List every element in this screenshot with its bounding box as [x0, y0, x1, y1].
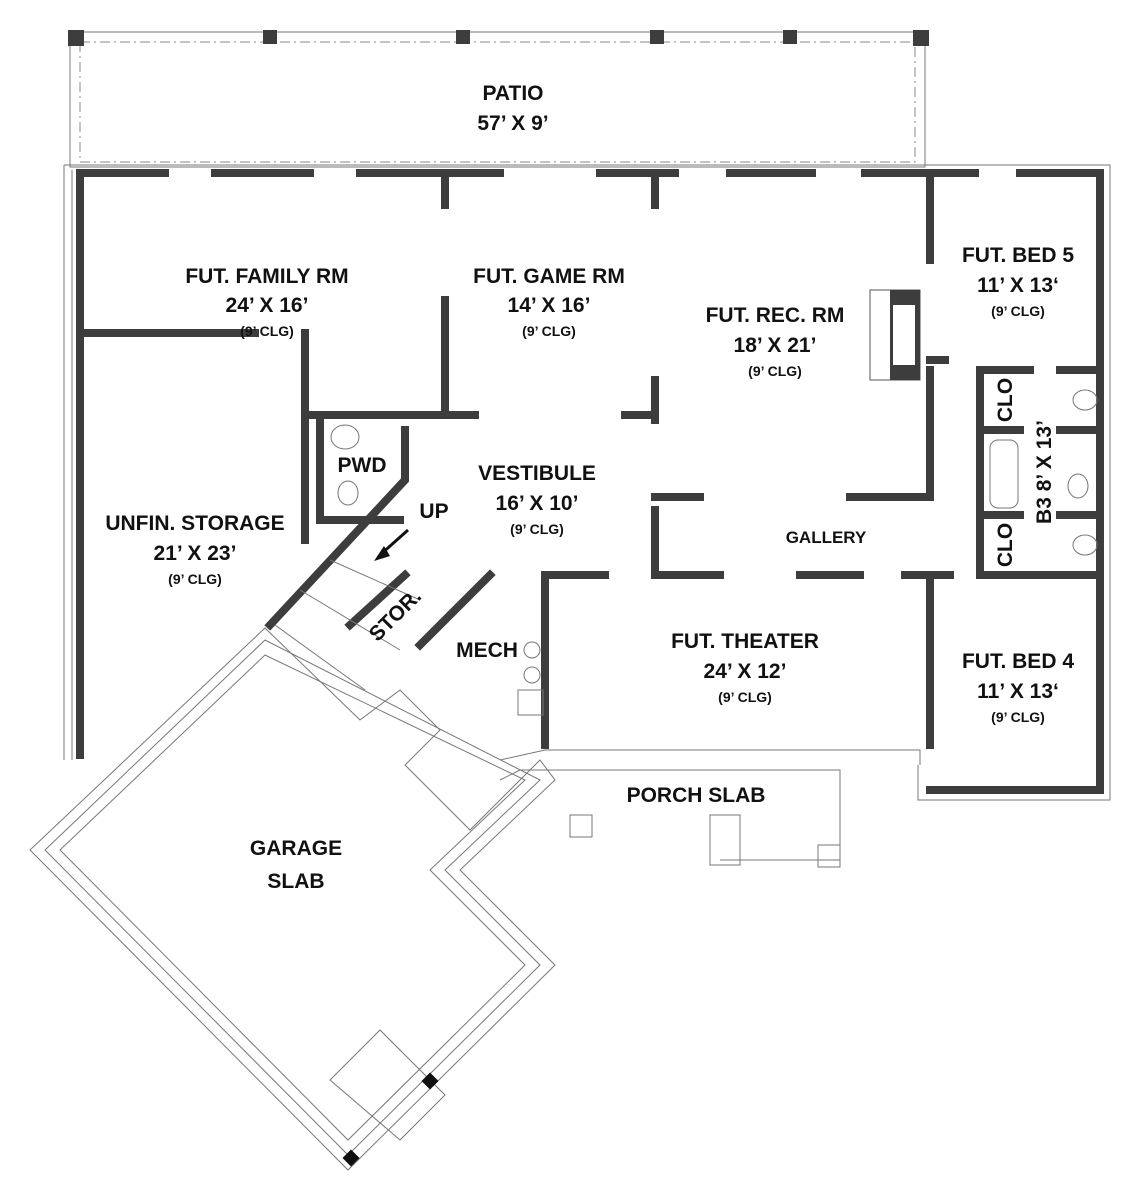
theater-name: FUT. THEATER: [671, 630, 819, 653]
bed4-name: FUT. BED 4: [962, 650, 1074, 673]
exterior-outline: [63, 164, 1111, 801]
clo1-name: CLO: [994, 378, 1017, 422]
fireplace: [869, 289, 921, 381]
garage-slab: [29, 627, 556, 1171]
storage-size: 21’ X 23’: [154, 542, 237, 565]
bed4-clg: (9’ CLG): [991, 709, 1045, 725]
patio-size: 57’ X 9’: [477, 112, 548, 135]
pwd-name: PWD: [338, 454, 387, 477]
mech-name: MECH: [456, 639, 518, 662]
stor-name: STOR.: [365, 585, 426, 646]
porch-slab: [499, 749, 921, 868]
game-clg: (9’ CLG): [522, 323, 576, 339]
rec-clg: (9’ CLG): [748, 363, 802, 379]
bed5-size: 11’ X 13‘: [977, 274, 1059, 297]
storage-clg: (9’ CLG): [168, 571, 222, 587]
bed5-clg: (9’ CLG): [991, 303, 1045, 319]
vestibule-clg: (9’ CLG): [510, 521, 564, 537]
vestibule-name: VESTIBULE: [478, 462, 596, 485]
family-name: FUT. FAMILY RM: [185, 265, 348, 288]
family-clg: (9’ CLG): [240, 323, 294, 339]
stairs: [274, 559, 421, 691]
vestibule-size: 16’ X 10’: [496, 492, 579, 515]
rec-name: FUT. REC. RM: [706, 304, 845, 327]
patio-name: PATIO: [482, 82, 543, 105]
patio: [68, 30, 929, 168]
b3-name: B3 8’ X 13’: [1033, 420, 1056, 524]
game-size: 14’ X 16’: [508, 294, 591, 317]
theater-clg: (9’ CLG): [718, 689, 772, 705]
rec-size: 18’ X 21’: [734, 334, 817, 357]
up-label: UP: [419, 500, 448, 523]
bath-fixtures: [330, 389, 1098, 716]
clo2-name: CLO: [994, 523, 1017, 567]
garage-name: GARAGE: [250, 837, 342, 860]
game-name: FUT. GAME RM: [473, 265, 625, 288]
bed5-name: FUT. BED 5: [962, 244, 1074, 267]
bed4-size: 11’ X 13‘: [977, 680, 1059, 703]
family-size: 24’ X 16’: [226, 294, 309, 317]
porch-name: PORCH SLAB: [627, 784, 766, 807]
gallery-name: GALLERY: [786, 528, 867, 547]
storage-name: UNFIN. STORAGE: [105, 512, 284, 535]
walls: [76, 169, 1104, 794]
garage-name2: SLAB: [267, 870, 324, 893]
theater-size: 24’ X 12’: [704, 660, 787, 683]
